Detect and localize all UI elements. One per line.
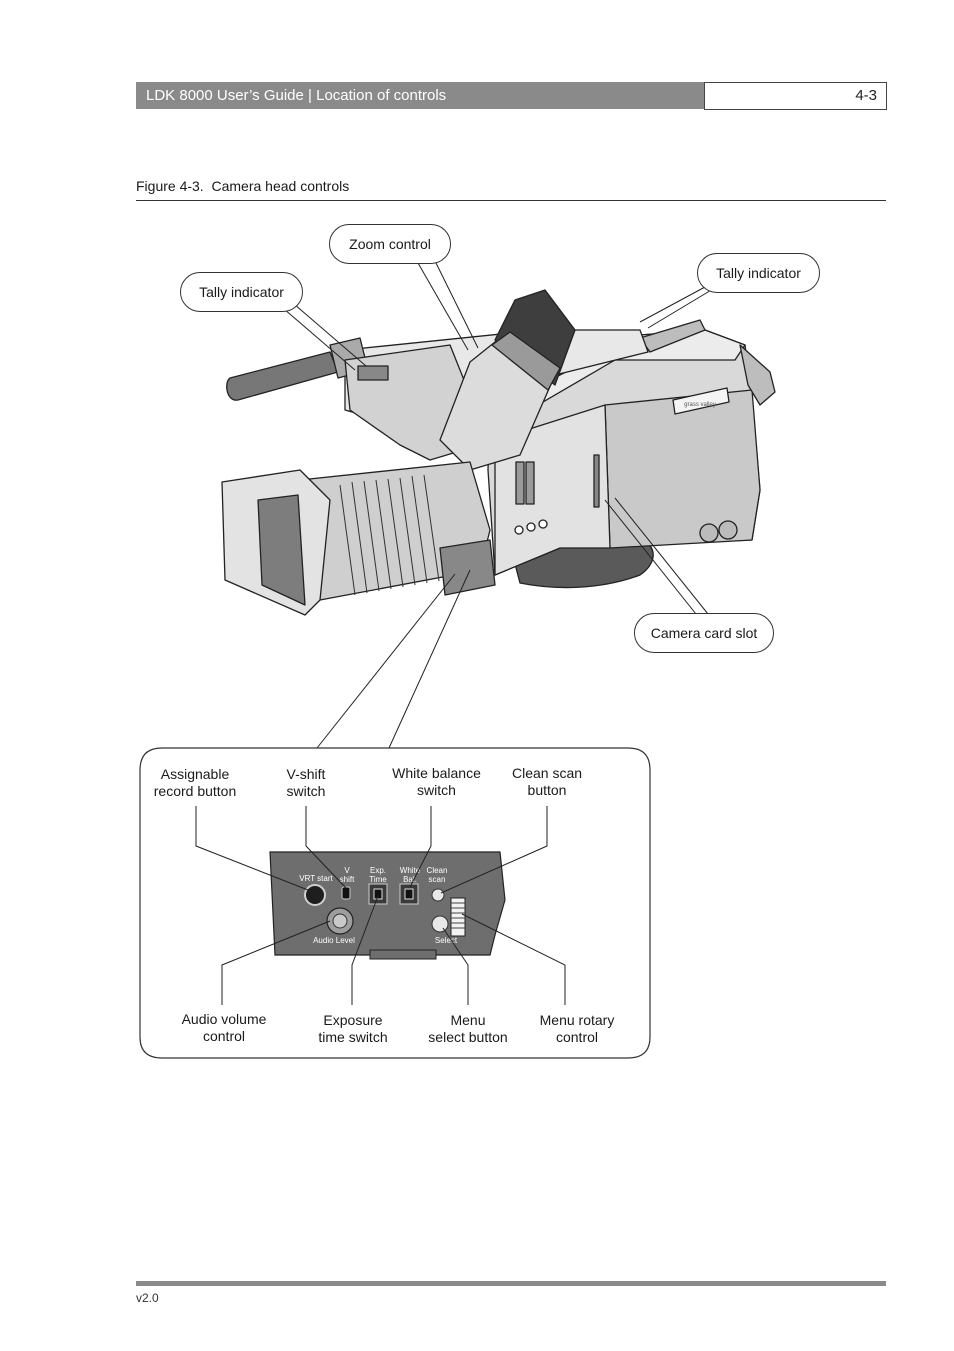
label-menu-select-button: Menu select button — [428, 1012, 508, 1045]
svg-text:Select: Select — [435, 936, 458, 945]
label-vshift-switch: V-shift switch — [286, 766, 326, 799]
svg-text:VRT start: VRT start — [299, 874, 333, 883]
svg-text:scan: scan — [429, 875, 446, 884]
svg-text:Clean: Clean — [427, 866, 448, 875]
panel-printed-text: VRT start V shift Exp. Time White Bal. C… — [299, 866, 458, 945]
svg-text:Audio Level: Audio Level — [313, 936, 355, 945]
svg-text:White: White — [400, 866, 421, 875]
vshift-switch — [341, 886, 351, 900]
detail-panel-frame — [139, 747, 651, 1059]
callout-tally-indicator-right: Tally indicator — [697, 253, 820, 293]
figure-caption: Figure 4-3. Camera head controls — [136, 178, 349, 194]
figure-title: Camera head controls — [211, 178, 350, 194]
callout-camera-card-slot: Camera card slot — [634, 613, 774, 653]
clean-scan-button — [431, 888, 445, 902]
label-clean-scan-button: Clean scan button — [511, 765, 583, 798]
brand-logo-text: grass valley — [684, 402, 716, 408]
caption-rule — [136, 200, 886, 201]
camera-body-drawing — [221, 289, 776, 616]
menu-select-button — [431, 915, 449, 933]
vrt-start-button — [304, 884, 326, 906]
svg-text:shift: shift — [340, 875, 355, 884]
footer-rule — [136, 1281, 886, 1286]
label-white-balance-switch: White balance switch — [392, 765, 481, 798]
label-assignable-record-button: Assignable record button — [153, 766, 237, 799]
callout-leaders — [283, 262, 714, 749]
footer-version: v2.0 — [136, 1291, 159, 1305]
svg-text:Bal.: Bal. — [403, 875, 417, 884]
label-exposure-time-switch: Exposure time switch — [318, 1012, 388, 1045]
panel-leaders — [195, 806, 566, 1005]
page-number: 4-3 — [855, 87, 877, 104]
header-title: LDK 8000 User’s Guide | Location of cont… — [146, 87, 447, 104]
svg-text:V: V — [344, 866, 350, 875]
label-menu-rotary-control: Menu rotary control — [539, 1012, 615, 1045]
header-page-box — [704, 82, 887, 110]
svg-text:Exp.: Exp. — [370, 866, 386, 875]
figure-number: Figure 4-3. — [136, 178, 204, 194]
svg-text:Time: Time — [369, 875, 387, 884]
menu-rotary-control — [450, 897, 466, 937]
callout-zoom-control: Zoom control — [329, 224, 451, 264]
callout-tally-indicator-left: Tally indicator — [180, 272, 303, 312]
header-bar — [136, 82, 704, 109]
label-audio-volume-control: Audio volume control — [181, 1011, 267, 1044]
